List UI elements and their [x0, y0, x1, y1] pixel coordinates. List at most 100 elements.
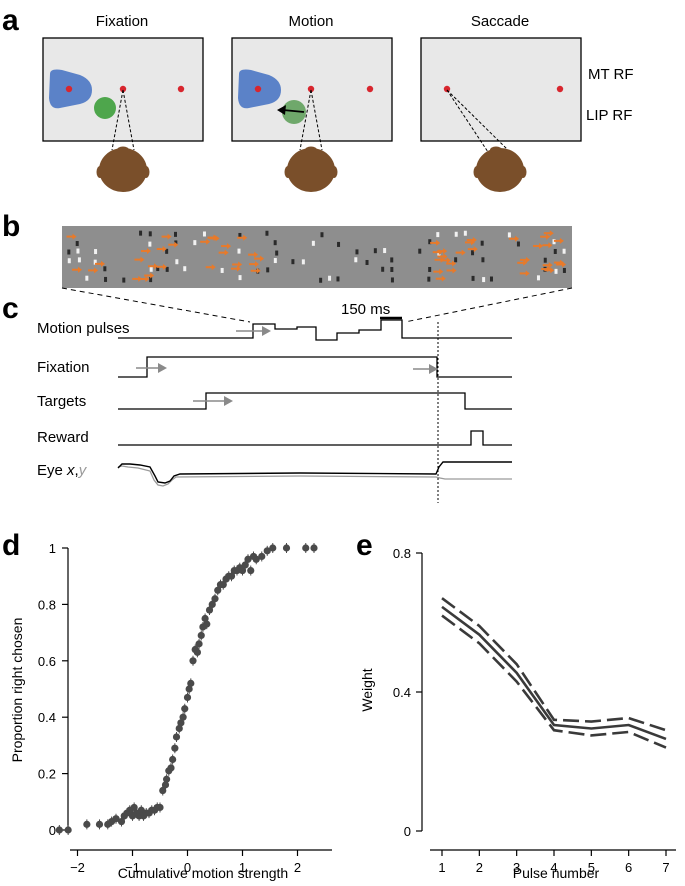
data-point — [163, 775, 171, 783]
noise-dot — [418, 248, 422, 254]
data-point — [64, 826, 72, 834]
weight-ci-line — [441, 614, 667, 749]
noise-dot — [381, 266, 385, 272]
motion-arrow-icon — [250, 267, 261, 274]
data-point — [227, 572, 236, 580]
noise-dot — [390, 266, 394, 272]
motion-arrow-icon — [437, 253, 448, 260]
y-tick-label: 0.6 — [38, 654, 56, 669]
noise-dot — [543, 257, 547, 263]
noise-dot — [94, 249, 98, 255]
noise-dot — [275, 250, 279, 256]
motion-arrow-icon — [446, 267, 457, 274]
data-point — [161, 781, 170, 789]
gaze-line — [310, 89, 323, 151]
motion-arrow-icon — [533, 243, 544, 250]
noise-dot — [355, 249, 359, 255]
motion-arrow-icon — [132, 275, 143, 282]
gaze-line — [111, 89, 124, 151]
eye-x-trace — [117, 461, 512, 484]
motion-arrow-icon — [248, 251, 259, 258]
y-tick-label: 0 — [49, 823, 56, 838]
noise-dot — [148, 241, 152, 247]
target-dot-right — [366, 85, 374, 93]
x-tick-label: 2 — [476, 860, 483, 875]
x-tick-label: 1 — [239, 860, 246, 875]
data-point — [282, 544, 291, 552]
motion-arrow-icon — [553, 237, 564, 244]
noise-dot — [562, 248, 566, 254]
epoch-title-saccade: Saccade — [471, 13, 529, 30]
gaze-line — [299, 89, 312, 151]
motion-arrow-icon — [541, 266, 552, 273]
motion-arrow-icon — [543, 230, 554, 237]
x-tick-label: 4 — [550, 860, 557, 875]
motion-arrow-icon — [140, 248, 151, 255]
data-point — [252, 555, 260, 563]
motion-arrow-icon — [432, 249, 443, 256]
data-point — [83, 820, 91, 828]
weight-lines — [441, 597, 667, 749]
noise-dot — [139, 230, 143, 236]
data-points — [55, 543, 318, 835]
noise-dot — [516, 241, 520, 247]
epoch-title-fixation: Fixation — [96, 13, 149, 30]
noise-dot — [149, 277, 153, 283]
motion-arrow-icon — [556, 261, 567, 268]
target-dot-left — [65, 85, 73, 93]
motion-arrow-icon — [542, 262, 553, 269]
noise-dot — [266, 267, 270, 273]
weight-mean-line — [441, 605, 667, 741]
zoom-line-right — [404, 287, 573, 323]
noise-dot — [337, 241, 341, 247]
data-point — [205, 606, 214, 614]
noise-dot — [454, 231, 458, 237]
noise-dot — [202, 231, 206, 237]
noise-dot — [122, 277, 126, 283]
motion-arrows — [66, 230, 567, 282]
x-tick-label: 3 — [513, 860, 520, 875]
noise-dot — [373, 248, 377, 254]
fixation-dot — [119, 85, 127, 93]
panel-b: b — [2, 210, 573, 323]
x-axis-label: Pulse number — [513, 865, 600, 881]
data-point — [310, 544, 318, 552]
noise-dot — [183, 266, 187, 272]
noise-dot — [320, 232, 324, 238]
noise-dot — [365, 259, 369, 265]
motion-arrow-icon — [542, 242, 553, 249]
y-axis-label: Weight — [359, 668, 375, 711]
motion-arrow-icon — [467, 246, 478, 253]
noise-dot — [67, 249, 71, 255]
screen-fixation — [42, 37, 204, 192]
data-point — [112, 815, 120, 823]
motion-arrow-icon — [517, 259, 528, 266]
data-point — [211, 595, 219, 603]
noise-dot — [149, 266, 153, 272]
noise-dot — [463, 230, 467, 236]
motion-arrow-icon — [156, 263, 167, 270]
motion-arrow-icon — [200, 238, 211, 245]
noise-dot — [265, 230, 269, 236]
row-label-reward: Reward — [37, 429, 89, 446]
motion-arrow-icon — [519, 256, 530, 263]
data-point — [187, 679, 195, 687]
y-tick-label: 0.8 — [393, 546, 411, 561]
target-dot-left — [254, 85, 262, 93]
motion-arrow-icon — [218, 249, 229, 256]
data-point — [159, 786, 167, 795]
event-arrow-icon — [236, 326, 271, 336]
gaze-line — [122, 89, 135, 151]
noise-dot — [103, 266, 107, 272]
motion-arrow-icon — [519, 270, 530, 277]
data-point — [117, 817, 126, 826]
motion-arrow-icon — [156, 246, 167, 253]
y-tick-label: 0 — [404, 824, 411, 839]
motion-arrow-icon — [254, 255, 265, 262]
y-tick-label: 0.4 — [38, 710, 56, 725]
data-point — [95, 820, 104, 828]
motion-pulses-trace — [118, 319, 512, 341]
